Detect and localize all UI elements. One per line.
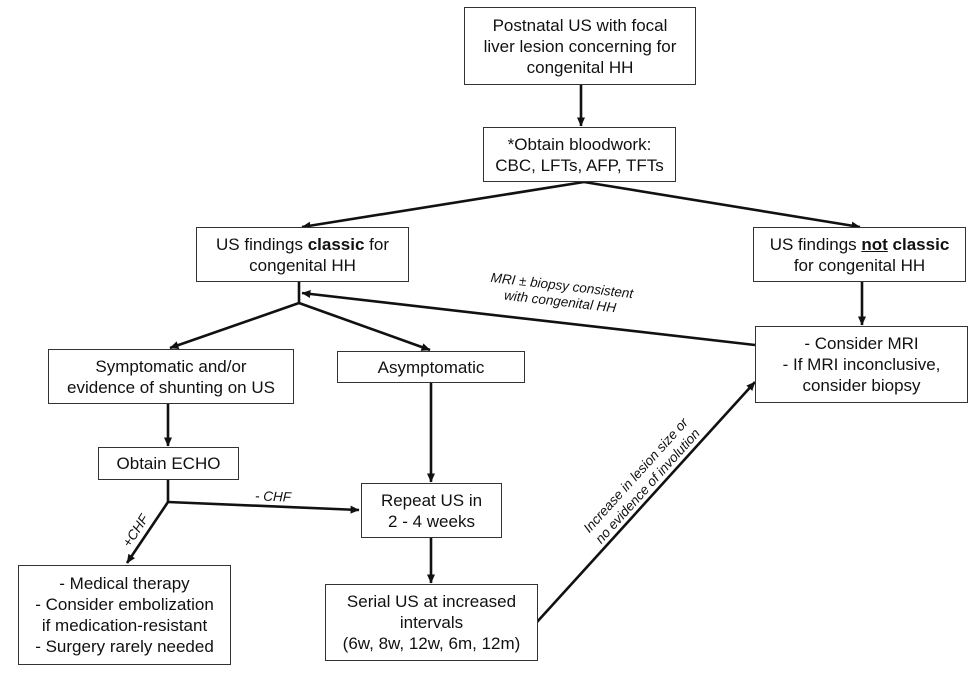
node-symptomatic-line-2: evidence of shunting on US	[67, 377, 275, 397]
node-classic-line-2: congenital HH	[249, 255, 356, 275]
node-bloodwork-line-1: *Obtain bloodwork:	[507, 134, 652, 154]
node-consider-mri-line-2: - If MRI inconclusive,	[782, 355, 941, 374]
node-medical-therapy-line-2: - Consider embolization	[35, 595, 214, 614]
node-postnatal-us-line-2: liver lesion concerning for	[483, 36, 677, 56]
node-postnatal-us: Postnatal US with focal liver lesion con…	[464, 7, 696, 85]
node-bloodwork-line-2: CBC, LFTs, AFP, TFTs	[495, 155, 664, 175]
node-not-classic-emphasis: classic	[887, 234, 950, 254]
node-medical-therapy-line-4: - Surgery rarely needed	[35, 637, 214, 656]
node-symptomatic-line-1: Symptomatic and/or	[95, 356, 247, 376]
node-bloodwork: *Obtain bloodwork: CBC, LFTs, AFP, TFTs	[483, 127, 676, 182]
node-symptomatic: Symptomatic and/or evidence of shunting …	[48, 349, 294, 404]
node-postnatal-us-line-3: congenital HH	[526, 57, 634, 77]
node-not-classic-prefix: US findings	[769, 234, 862, 254]
node-consider-mri: - Consider MRI - If MRI inconclusive, co…	[755, 326, 968, 403]
node-not-classic-line-1: US findings not classic	[770, 234, 950, 255]
edge-label-minus-chf-line-1: - CHF	[254, 488, 292, 505]
edge-bloodwork-to-not-classic	[583, 180, 861, 230]
node-classic-suffix: for	[364, 234, 389, 254]
edge-mri-to-classic	[301, 289, 756, 347]
node-repeat-us-line-1: Repeat US in	[380, 490, 483, 510]
node-classic: US findings classic for congenital HH	[196, 227, 409, 282]
node-serial-us-line-2: intervals	[399, 613, 464, 632]
node-medical-therapy-line-3: if medication-resistant	[41, 616, 208, 635]
node-repeat-us: Repeat US in 2 - 4 weeks	[361, 483, 502, 538]
node-consider-mri-line-3: consider biopsy	[802, 376, 921, 395]
node-obtain-echo-line-1: Obtain ECHO	[116, 454, 221, 473]
node-not-classic-not: not	[861, 234, 888, 254]
node-postnatal-us-line-1: Postnatal US with focal	[492, 15, 668, 35]
node-classic-prefix: US findings	[216, 234, 308, 254]
node-consider-mri-line-1: - Consider MRI	[804, 334, 919, 353]
node-medical-therapy-line-1: - Medical therapy	[59, 574, 190, 593]
node-classic-line-1: US findings classic for	[216, 234, 389, 255]
edge-echo-to-medical	[125, 501, 170, 564]
node-serial-us-line-1: Serial US at increased	[346, 592, 517, 611]
node-serial-us-line-3: (6w, 8w, 12w, 6m, 12m)	[342, 634, 521, 653]
edge-classic-to-symptomatic	[169, 301, 300, 350]
edge-classic-to-asymptomatic	[298, 301, 431, 352]
node-obtain-echo: Obtain ECHO	[98, 447, 239, 480]
edge-echo-to-repeat	[167, 500, 360, 514]
node-asymptomatic-line-1: Asymptomatic	[377, 357, 485, 377]
node-classic-emphasis: classic	[307, 234, 365, 254]
node-repeat-us-line-2: 2 - 4 weeks	[388, 511, 475, 531]
node-asymptomatic: Asymptomatic	[337, 351, 525, 383]
node-medical-therapy: - Medical therapy - Consider embolizatio…	[18, 565, 231, 665]
node-not-classic: US findings not classic for congenital H…	[753, 227, 966, 282]
edge-label-minus-chf: - CHF	[243, 488, 304, 506]
node-not-classic-line-2: for congenital HH	[793, 255, 926, 275]
edge-bloodwork-to-classic	[301, 180, 585, 230]
node-serial-us: Serial US at increased intervals (6w, 8w…	[325, 584, 538, 661]
edge-serial-to-mri	[536, 381, 756, 623]
